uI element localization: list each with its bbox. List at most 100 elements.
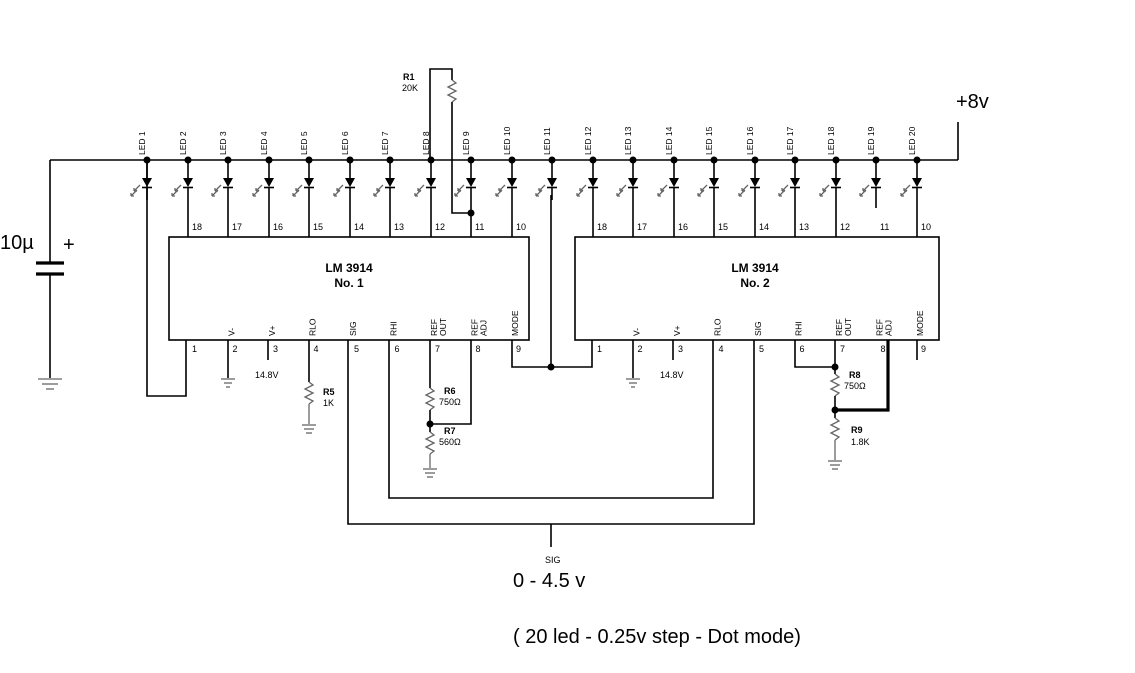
ic2-pin-name-7-1: OUT [843,318,853,336]
led-3: LED 3 [211,131,233,237]
ic2-bottom-pin-4: 4 [719,344,724,354]
ic2-top-pin-11: 11 [880,222,889,232]
led-15: LED 15 [697,126,719,237]
ic1-bottom-pin-5: 5 [354,344,359,354]
r7-value: 560Ω [439,437,461,447]
ic1-top-pin-16: 16 [273,222,283,232]
ic1-pin1-wire [146,160,187,397]
led-12: LED 12 [576,126,598,237]
r1-top-wire [429,68,453,160]
ic2-pin-name-7-0: REF [834,319,844,336]
r6-value: 750Ω [439,397,461,407]
led-10: LED 10 [495,126,517,237]
ic1-top-pin-11: 11 [475,222,484,232]
mode-note: ( 20 led - 0.25v step - Dot mode) [513,626,801,648]
ic2-top-pin-13: 13 [799,222,809,232]
resistor-r8 [829,367,841,410]
mode-junction [547,363,555,371]
ic2-vplus-voltage: 14.8V [660,370,684,380]
led-label-17: LED 17 [785,126,795,155]
ic1-top-pin-14: 14 [354,222,364,232]
ic2-top-pin-12: 12 [840,222,850,232]
resistor-r6 [424,340,436,424]
led-label-4: LED 4 [259,131,269,155]
led-label-12: LED 12 [583,126,593,155]
ic2-pin-name-6: RHI [794,321,804,336]
rhi2-wire [794,340,835,368]
ic1-bottom-pin-1: 1 [192,344,197,354]
ic1-pin-name-3: V+ [267,325,277,336]
ic2-pin2-ground [626,340,640,388]
led-19: LED 19 [859,126,881,208]
ic2-bottom-pin-3: 3 [678,344,683,354]
led-label-1: LED 1 [137,131,147,155]
ic2-top-pin-15: 15 [718,222,728,232]
resistor-r5 [302,340,316,434]
r8-value: 750Ω [844,381,866,391]
input-range: 0 - 4.5 v [513,570,585,592]
ic1-pin-name-8-0: REF [470,319,480,336]
ic2-pin-name-8-0: REF [875,319,885,336]
ic1-pin-name-2: V- [227,328,237,336]
ic1-pin-name-9: MODE [510,310,520,336]
led-label-15: LED 15 [704,126,714,155]
ic1-name: LM 3914 [325,261,373,275]
ic1-number: No. 1 [334,276,364,290]
ic2-bottom-pin-8: 8 [881,344,886,354]
ic1-refadj-wire [430,340,472,425]
ic1-bottom-pin-2: 2 [233,344,238,354]
led-label-13: LED 13 [623,126,633,155]
ic1-pin-name-7-1: OUT [438,318,448,336]
r8-name: R8 [849,370,861,380]
ic2-top-pin-10: 10 [921,222,931,232]
r1-value: 20K [402,83,418,93]
led-6: LED 6 [333,131,355,237]
sig-input-label: SIG [545,555,561,565]
ic1-bottom-pin-9: 9 [516,344,521,354]
ic2-body [574,236,940,341]
ic1-top-pin-13: 13 [394,222,404,232]
resistor-r1 [446,79,458,103]
pin11-junction [467,209,475,217]
led-16: LED 16 [738,126,760,237]
led-label-18: LED 18 [826,126,836,155]
led-14: LED 14 [657,126,679,237]
r5-value: 1K [323,398,334,408]
supply-label: +8v [956,91,989,113]
ic1-pin-name-6: RHI [389,321,399,336]
led-label-2: LED 2 [178,131,188,155]
capacitor-polarity: + [63,234,75,256]
led-2: LED 2 [171,131,193,237]
ic1-vplus-voltage: 14.8V [255,370,279,380]
ic1-bottom-pin-7: 7 [435,344,440,354]
ic2-pin-name-3: V+ [672,325,682,336]
ic2-bottom-pin-7: 7 [840,344,845,354]
led-1: LED 1 [130,131,152,200]
ic2-bottom-pin-5: 5 [759,344,764,354]
ic1-top-pin-12: 12 [435,222,445,232]
led-label-16: LED 16 [745,126,755,155]
ic1-body [168,236,530,341]
mode1-vminus2-wire [511,340,593,368]
capacitor-value: 10µ [0,232,34,254]
led-label-6: LED 6 [340,131,350,155]
ic2-bottom-pin-2: 2 [638,344,643,354]
led-label-11: LED 11 [542,127,552,155]
ic2-pin-name-8-1: ADJ [884,320,894,336]
ic1-pin2-ground [221,340,235,388]
ic1-top-pin-10: 10 [516,222,526,232]
r7-name: R7 [444,426,456,436]
ic1-pin-name-8-1: ADJ [479,320,489,336]
ic2-top-pin-14: 14 [759,222,769,232]
ic2-bottom-pin-1: 1 [597,344,602,354]
ic2-top-pin-17: 17 [637,222,647,232]
ic1-bottom-pin-4: 4 [314,344,319,354]
resistor-r9 [828,410,842,470]
ic2-refadj-wire [835,340,890,412]
ic2-top-pin-18: 18 [597,222,607,232]
led-label-7: LED 7 [380,131,390,155]
